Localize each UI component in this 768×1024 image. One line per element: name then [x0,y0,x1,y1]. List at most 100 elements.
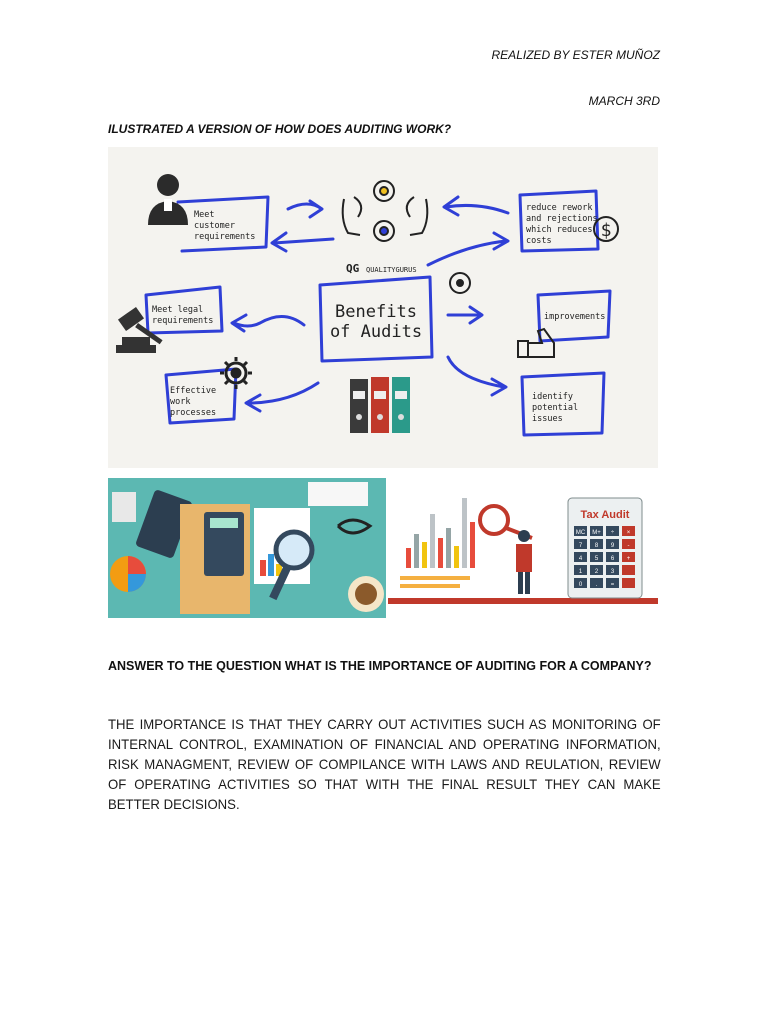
arrow-center-to-identify [446,355,508,397]
calculator-key [622,552,635,562]
arrow-center-to-legal [230,313,306,333]
identify-line-1: identify [532,392,573,402]
arrow-center-to-improvements [446,305,484,325]
bar-chart-icon [406,498,475,568]
rework-line-1: reduce rework [526,203,593,213]
center-title-2: of Audits [330,322,422,342]
calculator-key-label: + [627,556,631,562]
legal-box [144,285,224,335]
brand-name: QUALITYGURUS [366,266,417,274]
binders-icon [350,377,410,433]
calculator-key-label: - [628,543,630,549]
customer-line-3: requirements [194,232,255,242]
glasses-icon [336,518,373,535]
tax-audit-label: Tax Audit [581,509,630,521]
thumbs-up-icon [517,327,555,358]
calculator-key-label: M+ [592,530,601,536]
calculator-key [606,552,619,562]
calculator-key-label: ÷ [611,530,615,536]
date-line: MARCH 3RD [588,94,660,108]
rework-line-4: costs [526,236,552,246]
calculator-key [574,552,587,562]
paper-left [112,492,136,522]
customer-box [176,195,270,253]
arrow-center-to-rework [426,231,510,267]
calculator-key [574,526,587,536]
arrow-customer-to-heads [286,199,324,219]
calculator-key-label: 5 [595,556,599,562]
dollar-icon: $ [593,216,619,242]
red-magnifier-icon [478,504,510,536]
target-icon [449,272,471,294]
gavel-icon [116,306,163,353]
phone-icon [136,490,192,558]
auditing-illustration-strip: Tax Audit MC M+ ÷ × 7 8 9 - 4 5 6 +1 2 3 0. = [108,478,658,618]
question-2-heading: ANSWER TO THE QUESTION WHAT IS THE IMPOR… [108,659,652,673]
arrow-rework-to-heads [442,195,510,217]
legal-line-1: Meet legal [152,305,203,315]
calculator-key-label: . [596,582,598,588]
calculator-key [590,552,603,562]
improvements-box [536,289,612,343]
top-paper [308,482,368,506]
customer-line-1: Meet [194,210,214,220]
question-1-heading: ILUSTRATED A VERSION OF HOW DOES AUDITIN… [108,122,452,136]
calculator-key-label: 7 [579,543,583,549]
identify-box [520,371,606,437]
calculator-key [574,565,587,575]
magnifier-icon [273,529,315,571]
effective-line-2: work [170,397,190,407]
calculator-key [590,539,603,549]
arrow-center-to-effective [244,381,320,413]
calculator-key [606,539,619,549]
rework-box [518,189,600,253]
calculator-keypad: MC M+ ÷ × 7 8 9 - 4 5 6 +1 2 3 0. = [574,526,635,588]
calculator-key [574,578,587,588]
improvements-line: improvements [544,312,605,322]
calculator-key [622,526,635,536]
customer-line-2: customer [194,221,235,231]
gear-icon [220,357,252,389]
arrow-heads-to-customer [270,231,335,253]
rework-line-2: and rejections [526,214,598,224]
calculator-key [622,565,635,575]
effective-box [164,367,238,425]
legal-line-2: requirements [152,316,213,326]
calculator-key-label: 9 [611,543,615,549]
answer-paragraph: THE IMPORTANCE IS THAT THEY CARRY OUT AC… [108,716,661,812]
effective-line-1: Effective [170,386,216,396]
svg-text:$: $ [601,220,612,241]
calculator-key [622,539,635,549]
calculator-key-label: 4 [579,556,583,562]
calculator-key [590,565,603,575]
calculator-key-label: 2 [595,569,599,575]
calculator-key-label: 8 [595,543,599,549]
floor-stripe [388,598,658,604]
rework-line-3: which reduces [526,225,593,235]
calculator-key [590,526,603,536]
identify-line-2: potential [532,403,578,413]
effective-line-3: processes [170,408,216,418]
businessman-figure [516,530,532,594]
discussion-heads-icon [341,180,429,242]
brand-mark: QG [346,262,360,275]
calculator-key-label: 6 [611,556,615,562]
calculator-key-label: MC [576,530,586,536]
calculator-key [574,539,587,549]
calculator-key-label: × [627,530,631,536]
calculator-key-label: 0 [579,582,583,588]
calculator-key [606,526,619,536]
benefits-of-audits-diagram: $ QG QUALITYGURUS Benefits of Audits Mee… [108,147,658,468]
identify-line-3: issues [532,414,563,424]
person-icon [148,174,188,225]
calculator-key [606,565,619,575]
calculator-key-label: 1 [579,569,583,575]
center-box [318,275,434,363]
author-line: REALIZED BY ESTER MUÑOZ [491,48,660,62]
calculator-key [606,578,619,588]
calculator-key [622,578,635,588]
calculator-key-label: 3 [611,569,615,575]
center-title-1: Benefits [335,302,417,322]
calculator-key-label: = [611,582,615,588]
calculator-key [590,578,603,588]
